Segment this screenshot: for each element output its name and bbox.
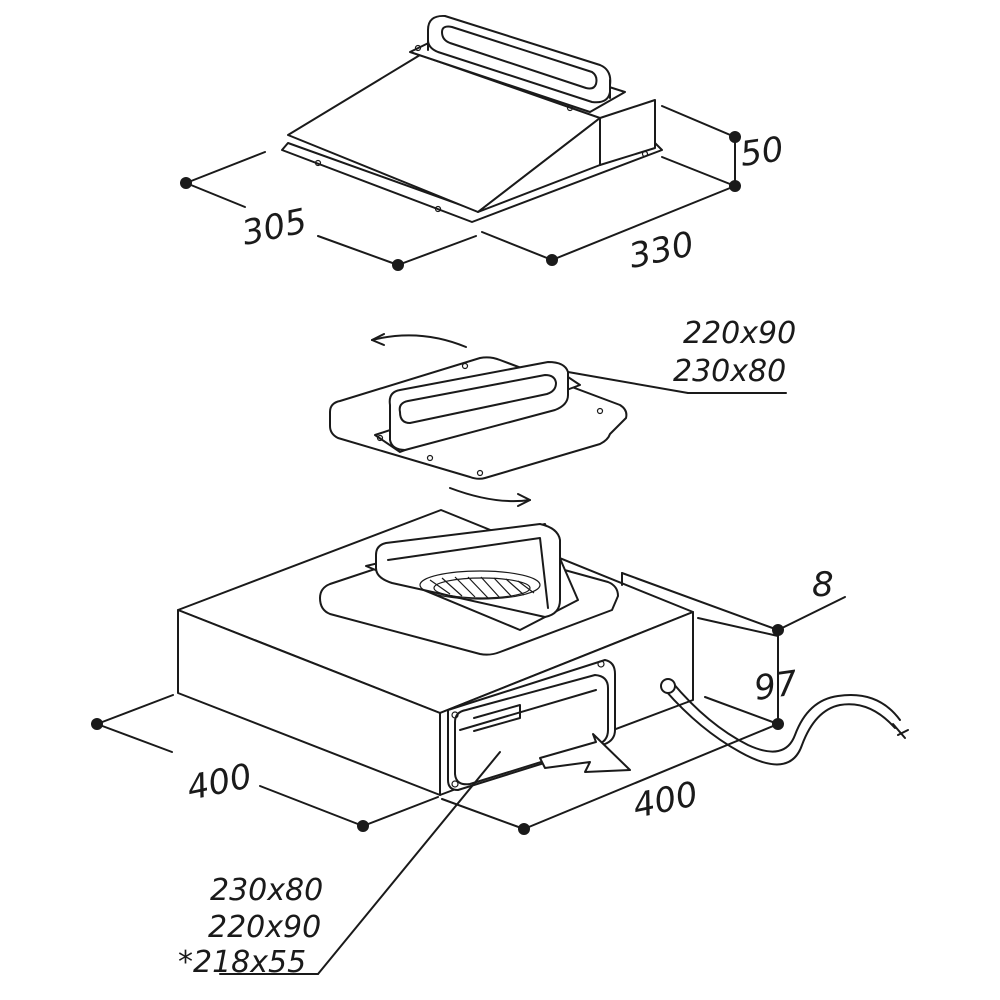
outlet-size-line3: *218x55 [178,945,306,980]
dim-8-label: 8 [812,565,834,605]
adapter-plate [329,333,787,507]
dim-50-label: 50 [738,129,786,175]
dim-330-label: 330 [626,224,698,277]
dimension-8-97: 8 97 [621,565,846,725]
dim-305-label: 305 [239,201,311,254]
dim-400-right-label: 400 [630,774,702,827]
dim-97-label: 97 [752,663,801,709]
outlet-size-leader [219,751,501,975]
dimension-305: 305 [180,151,477,271]
bottom-fan-unit [177,509,909,796]
fan-impeller [419,570,541,600]
dimension-50: 50 [661,105,786,187]
top-filter-unit [281,14,663,223]
dim-400-left-label: 400 [184,756,256,809]
adapter-size-line2: 230x80 [673,354,786,389]
outlet-size-line2: 220x90 [208,910,321,945]
adapter-size-line1: 220x90 [683,316,796,351]
outlet-size-line1: 230x80 [210,873,323,908]
